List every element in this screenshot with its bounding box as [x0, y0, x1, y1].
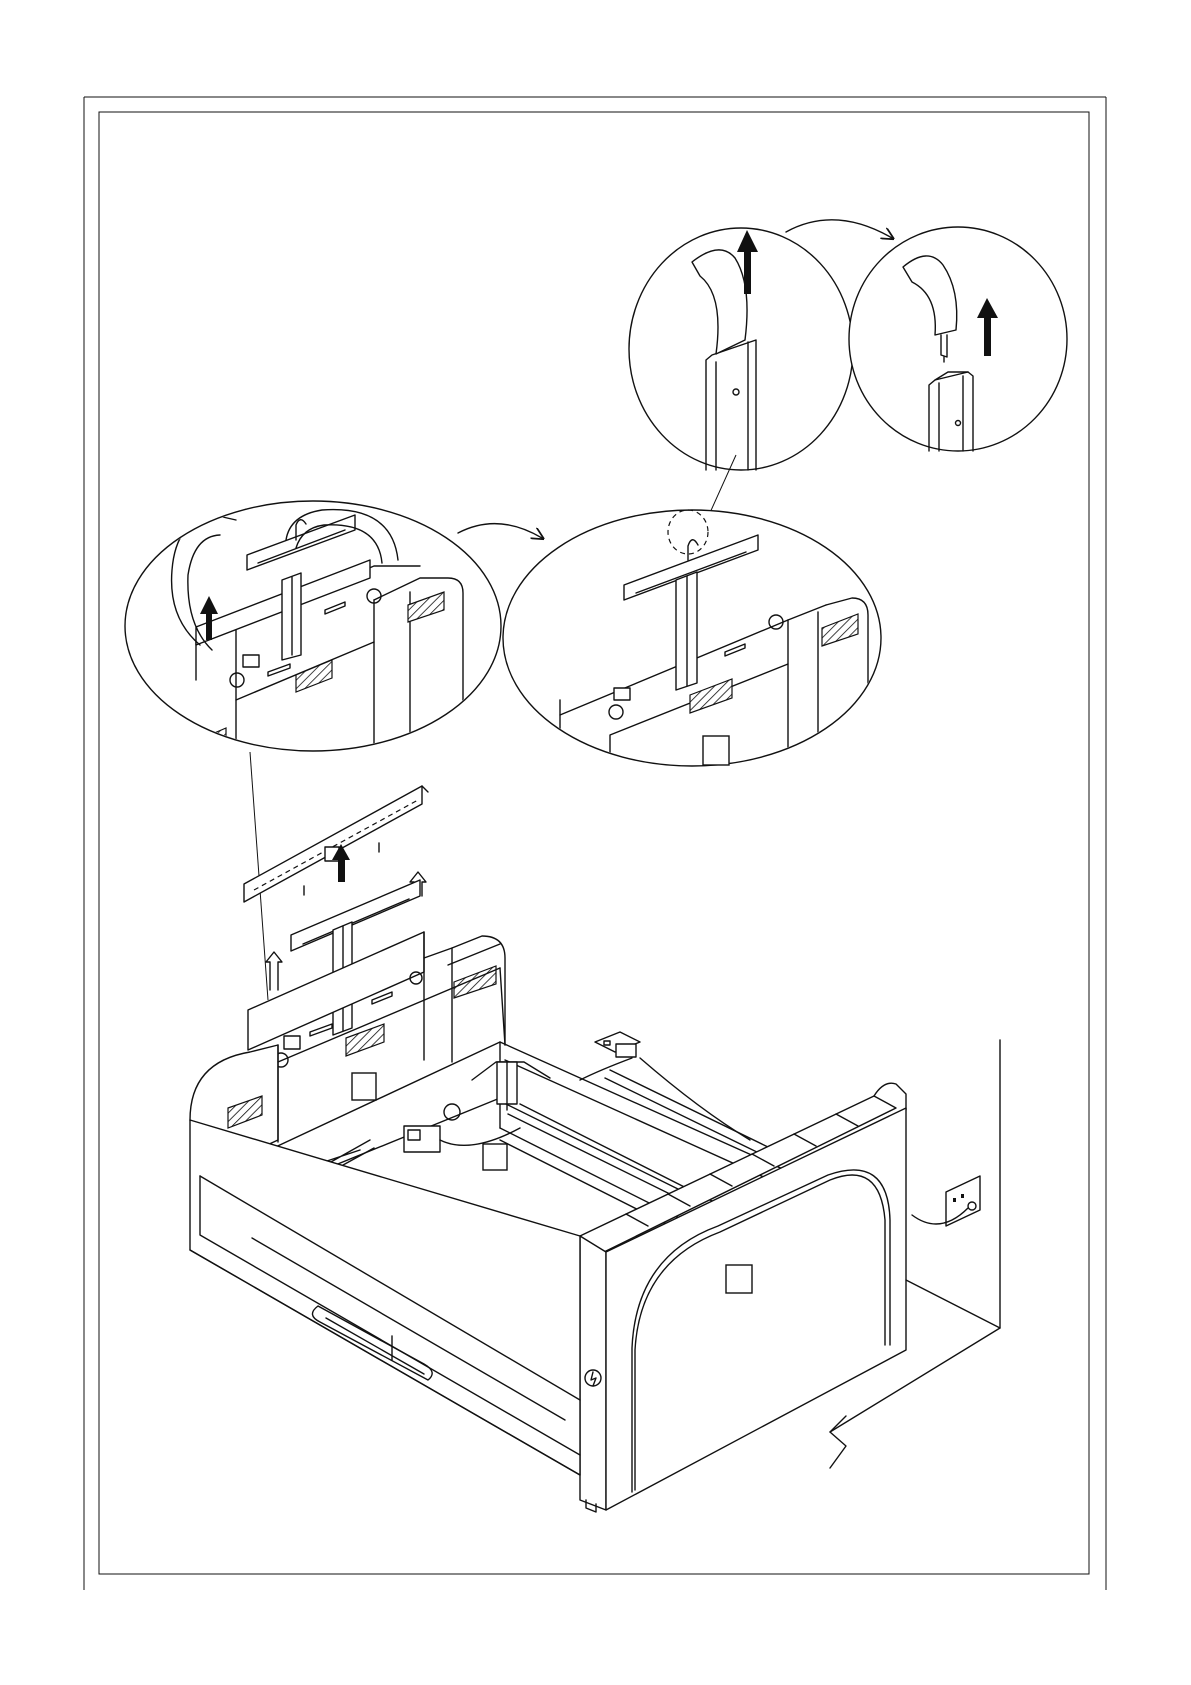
power-button-icon	[585, 1370, 601, 1386]
transfer-arrow	[786, 220, 892, 238]
detail-circle-post-removed	[849, 227, 1067, 451]
bed-main-view	[190, 786, 906, 1512]
detail-circle-headboard	[125, 501, 501, 760]
detail-circle-post-cap	[629, 228, 853, 470]
step-label-box	[483, 1144, 507, 1170]
step-label-box	[726, 1265, 752, 1293]
step-label-box	[352, 1073, 376, 1100]
detail-circle-bracket	[503, 510, 881, 770]
transfer-arrow	[458, 524, 542, 538]
step-label-box	[703, 736, 729, 765]
